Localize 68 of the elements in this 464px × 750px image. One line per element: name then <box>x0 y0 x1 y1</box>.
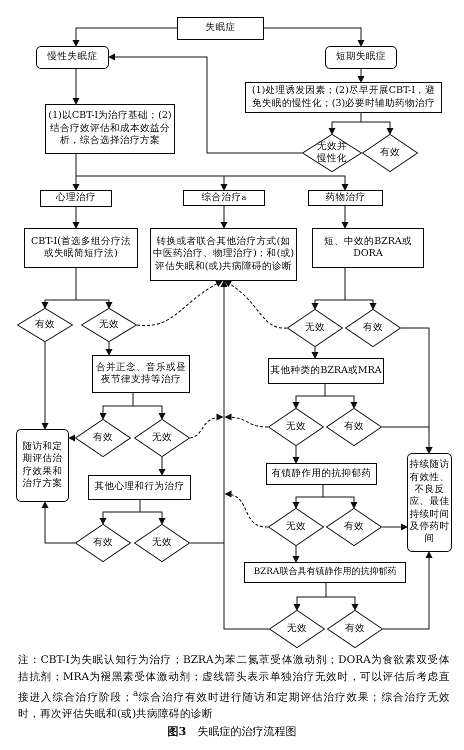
arrow <box>360 112 394 135</box>
arrow <box>324 384 358 409</box>
decision-diamond: 无效 <box>268 508 324 546</box>
process-box: (1)处理诱发因素；(2)尽早开展CBT-I，避免失眠的慢性化；(3)必要时辅助药物治疗 <box>245 82 442 113</box>
decision-diamond: 无效并慢性化 <box>302 134 362 172</box>
process-box: 心理治疗 <box>40 190 112 207</box>
arrow <box>106 342 112 356</box>
arrow <box>326 582 358 611</box>
process-box: 其他种类的BZRA或MRA <box>268 358 384 384</box>
decision-diamond: 有效 <box>362 134 418 172</box>
arrow <box>68 434 76 442</box>
decision-diamond: 有效 <box>17 308 73 342</box>
arrow <box>220 206 228 229</box>
arrow <box>312 346 318 359</box>
decision-diamond: 有效 <box>75 419 131 457</box>
process-box: BZRA联合具有镇静作用的抗抑郁药 <box>244 562 406 583</box>
dashed-arrow <box>224 280 288 328</box>
decision-diamond: 无效 <box>134 419 190 457</box>
arrow <box>382 524 408 530</box>
arrow <box>42 342 48 430</box>
decision-diamond: 有效 <box>326 408 382 446</box>
process-box: 转换或者联合其他治疗方式(如中医药治疗、物理治疗)；和(或)评估失眠和(或)共病障碍的诊断 <box>150 228 297 281</box>
arrow <box>72 68 80 105</box>
process-box: 有镇静作用的抗抑郁药 <box>266 463 377 485</box>
arrow <box>382 551 432 630</box>
process-box: (1)以CBT-I为治疗基础；(2)结合疗效评估和成本效益分析，综合选择治疗方案 <box>45 104 175 154</box>
arrow <box>382 426 432 454</box>
decision-diamond: 有效 <box>75 524 131 562</box>
rounded-box: 随访和定期评估治疗效果和治疗方案 <box>16 429 69 502</box>
arrow <box>220 280 270 630</box>
decision-diamond: 无效 <box>81 308 137 342</box>
arrow <box>292 546 300 563</box>
decision-diamond: 无效 <box>268 408 324 446</box>
decision-diamond: 有效 <box>345 309 401 347</box>
dashed-arrow <box>190 414 224 438</box>
dashed-arrow <box>136 280 223 326</box>
decision-diamond: 有效 <box>327 610 383 648</box>
process-box: 药物治疗 <box>308 190 383 206</box>
process-box: 短、中效的BZRA或DORA <box>312 228 424 268</box>
footnote: 注：CBT-I为失眠认知行为治疗；BZRA为苯二氮䓬受体激动剂；DORA为食欲素双受体拮抗剂；MRA为褪黑素受体激动剂；虚线箭头表示单独治疗无效时，可以评估后考虑直接进入综合治疗阶段；$^{a}$综合治疗有效时进行随访和定期评估治疗效果；综合治疗无效时，再次评估失眠和(或)共病障碍的诊断 <box>18 653 450 722</box>
arrow <box>344 268 376 310</box>
process-box: 其他心理和行为治疗 <box>88 475 191 500</box>
figure-caption: 图3 失眠症的治疗流程图 <box>166 724 298 739</box>
decision-diamond: 无效 <box>269 610 325 648</box>
arrow <box>72 28 178 47</box>
arrow <box>42 501 76 544</box>
arrow <box>76 154 348 191</box>
process-box: 合并正念、音乐或昼夜节律支持等治疗 <box>92 355 190 393</box>
dashed-arrow <box>224 491 268 528</box>
arrow <box>292 446 300 464</box>
rounded-box: 持续随访有效性、不良反应、最佳持续时间及停药时间 <box>407 453 452 552</box>
decision-diamond: 有效 <box>326 508 382 546</box>
arrow <box>140 500 166 525</box>
dashed-arrow <box>224 414 268 428</box>
arrow <box>342 206 348 229</box>
arrow <box>76 268 112 309</box>
process-box: 失眠症 <box>177 17 264 40</box>
arrow <box>322 484 358 509</box>
process-box: CBT-I(首选多组分疗法或失眠简短疗法) <box>24 228 138 268</box>
decision-diamond: 无效 <box>134 524 190 562</box>
arrow <box>264 28 364 47</box>
arrow <box>72 206 80 229</box>
arrow <box>108 54 302 154</box>
decision-diamond: 无效 <box>287 309 343 347</box>
arrow <box>158 456 166 476</box>
rounded-box: 慢性失眠症 <box>36 46 109 69</box>
rounded-box: 短期失眠症 <box>325 46 397 69</box>
arrow <box>358 68 364 83</box>
